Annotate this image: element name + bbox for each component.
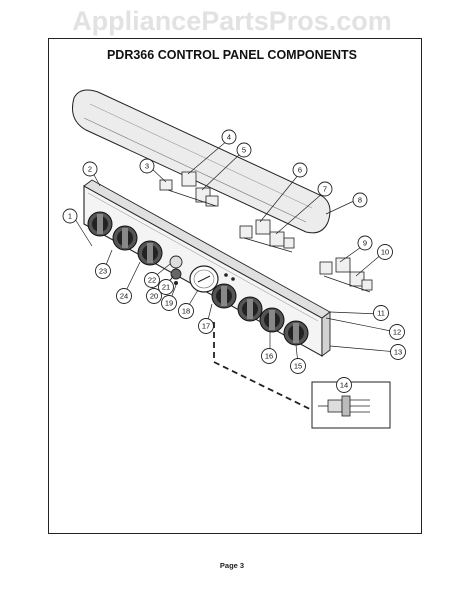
callout-14: 14 [336,377,352,393]
svg-text:21: 21 [162,283,170,292]
callout-24: 24 [116,288,132,304]
callout-11: 11 [373,305,389,321]
callout-8: 8 [352,192,368,208]
callout-3: 3 [139,158,155,174]
callout-10: 10 [377,244,393,260]
callout-4: 4 [221,129,237,145]
diagram-title: PDR366 CONTROL PANEL COMPONENTS [106,48,358,62]
svg-text:1: 1 [68,212,72,221]
svg-text:8: 8 [358,196,362,205]
callout-20: 20 [146,288,162,304]
callout-17: 17 [198,318,214,334]
page-number: Page 3 [219,561,245,570]
valve-bracket-group-1 [159,171,219,207]
callout-6: 6 [292,162,308,178]
svg-text:24: 24 [120,292,128,301]
valve-bracket-group-2 [239,219,295,253]
svg-text:16: 16 [265,352,273,361]
burner-knob [237,296,263,322]
detail-lead-dashed [213,322,317,413]
svg-text:5: 5 [242,146,246,155]
burner-knob [283,320,309,346]
svg-text:2: 2 [88,165,92,174]
selector-switch [169,255,183,285]
svg-text:17: 17 [202,322,210,331]
svg-text:15: 15 [294,362,302,371]
detail-inset-box [311,381,391,429]
diagram-frame [48,38,422,534]
svg-text:3: 3 [145,162,149,171]
callout-9: 9 [357,235,373,251]
svg-text:4: 4 [227,133,231,142]
callout-13: 13 [390,344,406,360]
callout-16: 16 [261,348,277,364]
svg-text:12: 12 [393,328,401,337]
burner-knob [87,211,113,237]
burner-knob [112,225,138,251]
svg-text:7: 7 [323,185,327,194]
callout-2: 2 [82,161,98,177]
svg-text:9: 9 [363,239,367,248]
clock-display [189,265,235,293]
trim-strip [72,89,331,234]
svg-text:18: 18 [182,307,190,316]
svg-text:22: 22 [148,276,156,285]
callout-1: 1 [62,208,78,224]
callout-12: 12 [389,324,405,340]
callout-5: 5 [236,142,252,158]
valve-bracket-group-3 [319,257,373,293]
svg-text:10: 10 [381,248,389,257]
callout-23: 23 [95,263,111,279]
svg-text:11: 11 [377,309,385,318]
callout-18: 18 [178,303,194,319]
callout-19: 19 [161,295,177,311]
svg-text:14: 14 [340,381,348,390]
svg-text:20: 20 [150,292,158,301]
burner-knob [259,307,285,333]
svg-text:6: 6 [298,166,302,175]
svg-text:13: 13 [394,348,402,357]
callout-21: 21 [158,279,174,295]
callout-15: 15 [290,358,306,374]
watermark-text: AppliancePartsPros.com [72,6,392,36]
callout-7: 7 [317,181,333,197]
svg-text:19: 19 [165,299,173,308]
burner-knob [211,283,237,309]
burner-knob [137,240,163,266]
svg-text:23: 23 [99,267,107,276]
callout-22: 22 [144,272,160,288]
